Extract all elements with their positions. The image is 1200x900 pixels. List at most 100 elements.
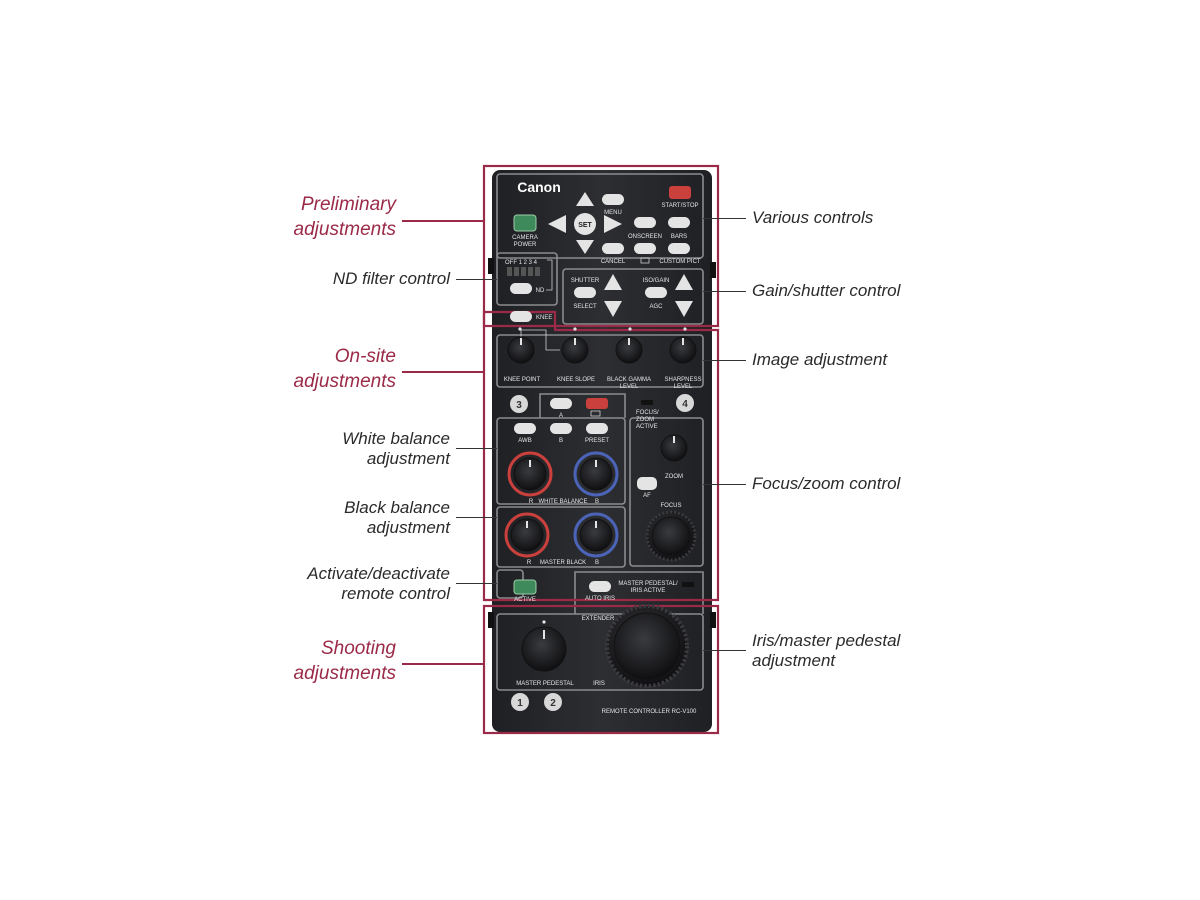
gain-down-button[interactable]: [675, 301, 693, 317]
camera-power-button[interactable]: [513, 214, 537, 232]
set-button[interactable]: [574, 213, 596, 235]
wb-b-knob[interactable]: [573, 451, 619, 497]
label-onsite-line2: adjustments: [293, 371, 396, 392]
af-label: AF: [643, 493, 651, 499]
awb-label: AWB: [518, 438, 531, 444]
various-controls-box: [496, 173, 704, 259]
shooting-frame: [482, 604, 720, 735]
active-label: ACTIVE: [514, 597, 536, 603]
focus-zoom-active-label-2: ZOOM: [636, 417, 654, 423]
master-pedestal-led: [542, 620, 546, 624]
label-onsite-line1: On-site: [334, 346, 396, 367]
label-image-adjustment: Image adjustment: [752, 350, 888, 369]
shutter-down-button[interactable]: [604, 301, 622, 317]
shutter-select-button[interactable]: [574, 287, 596, 298]
knee-slope-knob[interactable]: [561, 336, 589, 364]
mb-r-label: R: [527, 560, 532, 566]
custom-button-3[interactable]: [510, 395, 528, 413]
arrow-right-button[interactable]: [604, 215, 622, 233]
label-shooting-line1: Shooting: [320, 638, 396, 659]
custom-pict-button[interactable]: [668, 243, 690, 254]
focus-zoom-box: [629, 417, 704, 567]
label-shooting-line2: adjustments: [293, 663, 396, 684]
master-pedestal-knob[interactable]: [521, 626, 567, 672]
zoom-label: ZOOM: [665, 474, 683, 480]
knee-point-knob[interactable]: [507, 336, 535, 364]
wb-b-button[interactable]: [550, 423, 572, 434]
onscreen-2-button[interactable]: [634, 243, 656, 254]
mb-r-knob[interactable]: [504, 512, 550, 558]
canon-logo: Canon: [517, 179, 561, 195]
iris-label: IRIS: [593, 681, 605, 687]
onscreen-button[interactable]: [634, 217, 656, 228]
label-onsite: On-site adjustments: [226, 344, 396, 394]
preset-button[interactable]: [586, 423, 608, 434]
knee-bracket: [520, 329, 560, 351]
focus-dial[interactable]: [645, 510, 697, 562]
custom-pict-label: CUSTOM PICT: [659, 259, 701, 265]
cancel-label: CANCEL: [601, 259, 626, 265]
start-stop-button[interactable]: [669, 186, 691, 199]
custom-button-3-label: 3: [516, 400, 522, 411]
wb-memory-button[interactable]: [586, 398, 608, 409]
custom-button-2[interactable]: [544, 693, 562, 711]
arrow-up-button[interactable]: [576, 192, 594, 206]
arrow-down-button[interactable]: [576, 240, 594, 254]
mb-b-knob[interactable]: [573, 512, 619, 558]
custom-button-4[interactable]: [676, 394, 694, 412]
nd-indicator-bars: [507, 267, 540, 276]
custom-button-1[interactable]: [511, 693, 529, 711]
wb-a-label: A: [559, 413, 563, 419]
leader-nd-filter: [456, 279, 497, 280]
shutter-up-button[interactable]: [604, 274, 622, 290]
extender-label: EXTENDER: [582, 616, 615, 622]
onsite-frame: [482, 310, 720, 602]
set-label: SET: [578, 222, 592, 229]
wb-r-knob[interactable]: [507, 451, 553, 497]
leader-gain-shutter: [703, 291, 746, 292]
af-button[interactable]: [637, 477, 657, 490]
white-balance-label: WHITE BALANCE: [538, 499, 587, 505]
focus-zoom-active-label-1: FOCUS/: [636, 410, 659, 416]
bars-button[interactable]: [668, 217, 690, 228]
leader-black-balance: [456, 517, 497, 518]
arrow-left-button[interactable]: [548, 215, 566, 233]
nd-label: ND: [536, 288, 545, 294]
label-activate-line1: Activate/deactivate: [307, 564, 450, 583]
sharpness-knob[interactable]: [669, 336, 697, 364]
iris-dial[interactable]: [605, 604, 689, 688]
knee-button[interactable]: [510, 311, 532, 322]
leader-image-adjustment: [703, 360, 746, 361]
image-adjustment-leds: [518, 327, 687, 331]
label-preliminary-line1: Preliminary: [300, 194, 396, 215]
label-white-balance-line1: White balance: [342, 429, 450, 448]
wb-a-button[interactable]: [550, 398, 572, 409]
start-stop-label: START/STOP: [661, 203, 698, 209]
menu-button[interactable]: [602, 194, 624, 205]
leader-preliminary: [402, 220, 484, 222]
label-preliminary: Preliminary adjustments: [226, 192, 396, 242]
side-tab: [488, 612, 494, 628]
model-label: REMOTE CONTROLLER RC-V100: [602, 709, 697, 715]
wb-memory-icon: [590, 410, 601, 417]
label-iris-pedestal-line1: Iris/master pedestal: [752, 631, 901, 650]
gain-up-button[interactable]: [675, 274, 693, 290]
cancel-button[interactable]: [602, 243, 624, 254]
nd-scale: OFF 1 2 3 4: [505, 260, 538, 266]
black-gamma-label-2: LEVEL: [620, 384, 639, 390]
label-various-controls: Various controls: [752, 208, 874, 227]
agc-button[interactable]: [645, 287, 667, 298]
custom-button-4-label: 4: [682, 399, 688, 410]
black-gamma-knob[interactable]: [615, 336, 643, 364]
controller-body: [492, 170, 712, 732]
zoom-knob[interactable]: [660, 434, 688, 462]
focus-label: FOCUS: [661, 503, 682, 509]
leader-shooting: [402, 663, 484, 665]
awb-button[interactable]: [514, 423, 536, 434]
auto-iris-button[interactable]: [589, 581, 611, 592]
shutter-label: SHUTTER: [571, 278, 600, 284]
active-button[interactable]: [513, 579, 537, 595]
leader-various-controls: [703, 218, 746, 219]
nd-button[interactable]: [510, 283, 532, 294]
label-black-balance-line2: adjustment: [366, 518, 450, 537]
